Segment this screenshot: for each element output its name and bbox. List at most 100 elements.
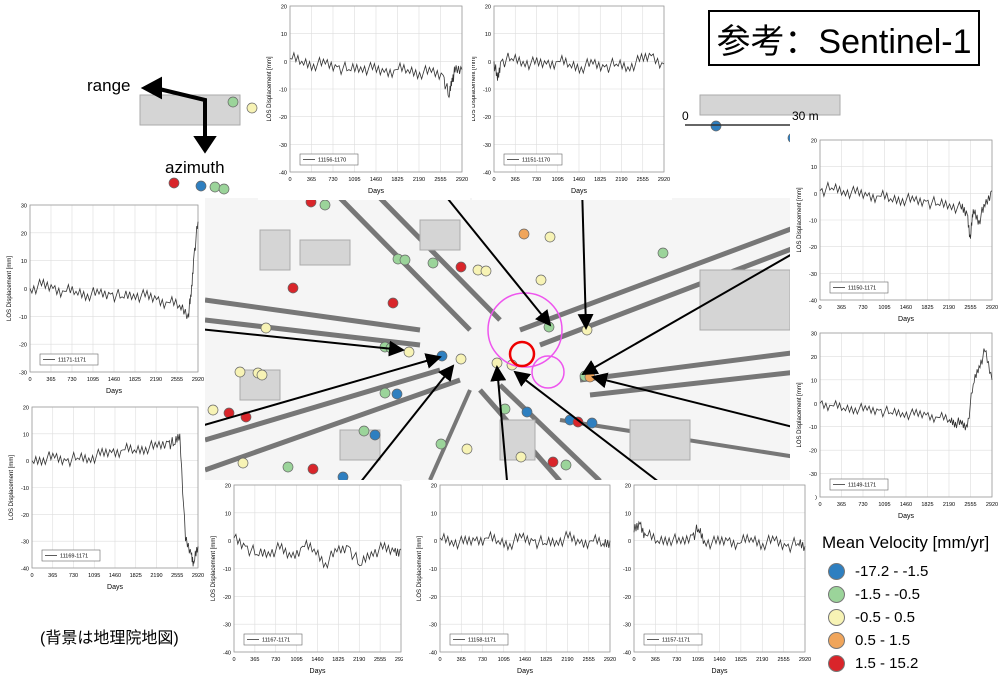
x-tick-label: 1825 [921,502,933,508]
x-tick-label: 1095 [692,657,704,663]
x-tick-label: 1095 [87,377,99,383]
y-tick-label: -20 [223,595,231,601]
x-tick-label: 730 [478,657,487,663]
series-line [493,52,665,81]
x-axis-label: Days [106,388,122,395]
scale-end-label: 30 m [792,109,819,123]
chart-legend-label: 11149-1171 [848,483,876,489]
y-tick-label: 0 [24,287,27,293]
y-tick-label: -30 [21,540,29,546]
measurement-point [436,350,448,362]
measurement-point [237,457,249,469]
y-tick-label: -30 [429,623,437,629]
y-tick-label: -40 [279,171,287,177]
y-tick-label: 20 [811,355,817,361]
legend-item: -1.5 - -0.5 [828,586,920,603]
x-axis-label: Days [310,668,326,675]
y-tick-label: 10 [625,511,631,517]
chart-legend-label: 11157-1171 [662,638,690,644]
x-tick-label: 2555 [778,657,790,663]
measurement-point [581,324,593,336]
x-tick-label: 2190 [943,305,955,311]
x-tick-label: 365 [46,377,55,383]
measurement-point [455,261,467,273]
series-line [819,180,993,239]
y-tick-label: -10 [809,219,817,225]
y-tick-label: -10 [21,486,29,492]
x-axis-label: Days [898,513,914,520]
chart-legend: 11157-1171 [643,633,703,646]
x-tick-label: 2190 [615,177,627,183]
plot-frame [633,484,806,653]
measurement-point [710,120,722,132]
chart-legend-label: 11171-1171 [58,358,86,364]
chart-legend-label: 11151-1170 [522,158,550,164]
title: 参考：Sentinel-1 [716,22,972,61]
legend-title: Mean Velocity [mm/yr] [822,533,990,552]
measurement-point [369,429,381,441]
measurement-point [246,102,258,114]
x-tick-label: 2920 [986,502,998,508]
x-tick-label: 1825 [540,657,552,663]
measurement-point [455,353,467,365]
x-tick-label: 2555 [374,657,386,663]
legend-swatch-1 [828,586,845,603]
x-tick-label: 2555 [434,177,446,183]
y-tick-label: 20 [281,5,287,11]
x-tick-label: 730 [67,377,76,383]
measurement-point [234,366,246,378]
y-tick-label: -10 [279,88,287,94]
x-tick-label: 1460 [109,573,121,579]
x-axis-label: Days [571,188,587,195]
x-tick-label: 2920 [395,657,403,663]
x-tick-label: 1460 [519,657,531,663]
y-tick-label: 0 [26,459,29,465]
measurement-point [387,297,399,309]
legend-label: -0.5 - 0.5 [855,609,916,626]
chart-background [620,480,815,680]
y-tick-label: -20 [809,245,817,251]
chart-background [258,0,470,200]
x-tick-label: 730 [69,573,78,579]
chart-legend-label: 11169-1171 [60,554,88,560]
x-tick-label: 0 [232,657,235,663]
x-tick-label: 1095 [291,657,303,663]
x-tick-label: 730 [858,502,867,508]
measurement-point [515,451,527,463]
x-tick-label: 2190 [150,377,162,383]
x-tick-label: 2920 [604,657,616,663]
legend-label: -1.5 - -0.5 [855,586,921,603]
azimuth-label: azimuth [165,158,225,177]
chart-background [0,398,205,598]
title-box: 参考：Sentinel-1 [708,10,980,66]
x-tick-label: 365 [837,305,846,311]
x-tick-label: 0 [492,177,495,183]
measurement-point [544,231,556,243]
y-tick-label: -20 [279,115,287,121]
measurement-point [435,438,447,450]
y-tick-label: 20 [485,5,491,11]
target-circle [508,340,536,368]
x-tick-label: 2920 [192,573,204,579]
x-tick-label: 0 [28,377,31,383]
x-tick-label: 1460 [108,377,120,383]
y-tick-label: -20 [483,115,491,121]
chart-background [472,0,672,200]
x-tick-label: 2920 [658,177,670,183]
x-tick-label: 1460 [900,305,912,311]
y-tick-label: 10 [431,511,437,517]
plot-frame [31,406,199,569]
displacement-chart: -40-30-20-100102030036573010951460182521… [790,327,998,525]
y-tick-label: 20 [23,406,29,412]
y-tick-label: -10 [623,567,631,573]
chart-legend-label: 11156-1170 [318,158,346,164]
x-tick-label: 0 [632,657,635,663]
y-axis-label: LOS Displacement [mm] [211,536,217,601]
y-tick-label: 20 [21,231,27,237]
x-tick-label: 2555 [583,657,595,663]
x-tick-label: 2555 [637,177,649,183]
chart-background [410,480,620,680]
measurement-point [260,322,272,334]
